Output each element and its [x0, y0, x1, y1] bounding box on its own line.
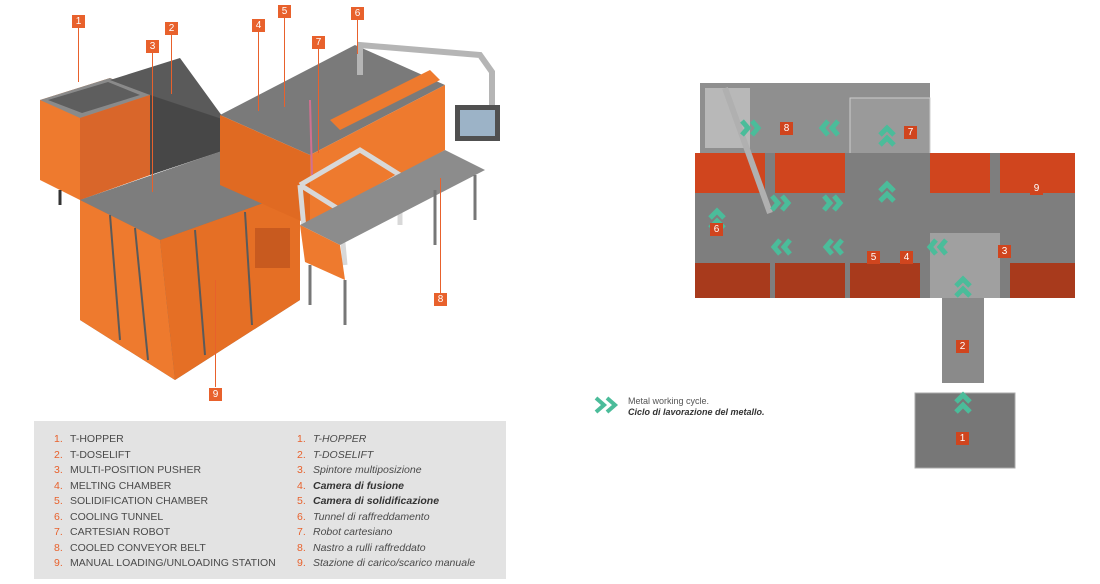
monitor-screen: [460, 110, 495, 136]
plan-marker: 4: [900, 251, 913, 264]
callout-line: [318, 48, 319, 153]
legend-item: 5.Camera di solidificazione: [297, 495, 440, 507]
legend-italian: 1.T-HOPPER 2.T-DOSELIFT 3.Spintore multi…: [297, 433, 475, 573]
legend-item: 3.MULTI-POSITION PUSHER: [54, 464, 202, 476]
legend-item: 7.Robot cartesiano: [297, 526, 393, 538]
double-chevron-right-icon: [594, 396, 619, 414]
plan-marker: 9: [1030, 182, 1043, 195]
plan-marker: 3: [998, 245, 1011, 258]
callout-line: [215, 280, 216, 387]
legend-item: 6.Tunnel di raffreddamento: [297, 510, 430, 523]
legend-item: 2.T-DOSELIFT: [297, 448, 374, 461]
panel: [930, 153, 990, 193]
callout-badge: 7: [312, 36, 325, 49]
legend-item: 3.Spintore multiposizione: [297, 464, 422, 476]
callout-badge: 5: [278, 5, 291, 18]
legend-item: 2.T-DOSELIFT: [54, 448, 131, 461]
callout-badge: 6: [351, 7, 364, 20]
callout-badge: 1: [72, 15, 85, 28]
plan-marker: 7: [904, 126, 917, 139]
legend-item: 1.T-HOPPER: [297, 433, 367, 445]
exhaust-duct: [357, 41, 495, 108]
legend-item: 8.Nastro a rulli raffreddato: [297, 541, 426, 554]
duct-plan: [722, 86, 773, 215]
main-housing: [80, 150, 300, 380]
panel: [775, 153, 845, 193]
plan-marker: 2: [956, 340, 969, 353]
plan-marker: 8: [780, 122, 793, 135]
callout-badge: 9: [209, 388, 222, 401]
callout-badge: 3: [146, 40, 159, 53]
panel: [695, 263, 770, 298]
hopper-unit: [40, 78, 150, 205]
callout-line: [284, 17, 285, 107]
callout-line: [440, 178, 441, 293]
caption-italian: Ciclo di lavorazione del metallo.: [628, 407, 765, 417]
plan-marker: 6: [710, 223, 723, 236]
plan-marker: 5: [867, 251, 880, 264]
callout-line: [258, 31, 259, 111]
legend-item: 1.T-HOPPER: [54, 433, 124, 445]
plan-marker: 1: [956, 432, 969, 445]
legend-item: 9.MANUAL LOADING/UNLOADING STATION: [54, 557, 276, 569]
legend-item: 9.Stazione di carico/scarico manuale: [297, 557, 476, 569]
legend-english: 1.T-HOPPER 2.T-DOSELIFT 3.MULTI-POSITION…: [54, 433, 276, 573]
machine-isometric-view: 1 2 3 4 5 6 7 8 9: [0, 0, 560, 420]
component-legend: 1.T-HOPPER 2.T-DOSELIFT 3.MULTI-POSITION…: [34, 421, 506, 579]
legend-item: 4.Camera di fusione: [297, 479, 405, 492]
callout-badge: 2: [165, 22, 178, 35]
machine-top-view: 8 7 9 6 5 4 3 2 1: [680, 68, 1080, 478]
callout-line: [78, 27, 79, 82]
caption-english: Metal working cycle.: [628, 396, 710, 406]
cooled-conveyor: [300, 150, 485, 325]
panel: [1010, 263, 1075, 298]
panel: [775, 263, 845, 298]
legend-item: 7.CARTESIAN ROBOT: [54, 526, 171, 538]
callout-line: [357, 19, 358, 54]
legend-item: 6.COOLING TUNNEL: [54, 510, 164, 523]
doselift-unit: [110, 58, 225, 175]
machine-isometric-illustration: [40, 41, 500, 380]
legend-item: 4.MELTING CHAMBER: [54, 479, 172, 492]
callout-line: [171, 34, 172, 94]
callout-line: [152, 52, 153, 192]
top-view-illustration: [695, 83, 1075, 469]
chamber-block: [220, 45, 445, 225]
callout-badge: 8: [434, 293, 447, 306]
legend-item: 8.COOLED CONVEYOR BELT: [54, 541, 206, 554]
callout-badge: 4: [252, 19, 265, 32]
panel: [850, 263, 920, 298]
cycle-caption: Metal working cycle. Ciclo di lavorazion…: [594, 395, 765, 420]
flow-arrows: [708, 119, 972, 414]
legend-item: 5.SOLIDIFICATION CHAMBER: [54, 495, 209, 507]
